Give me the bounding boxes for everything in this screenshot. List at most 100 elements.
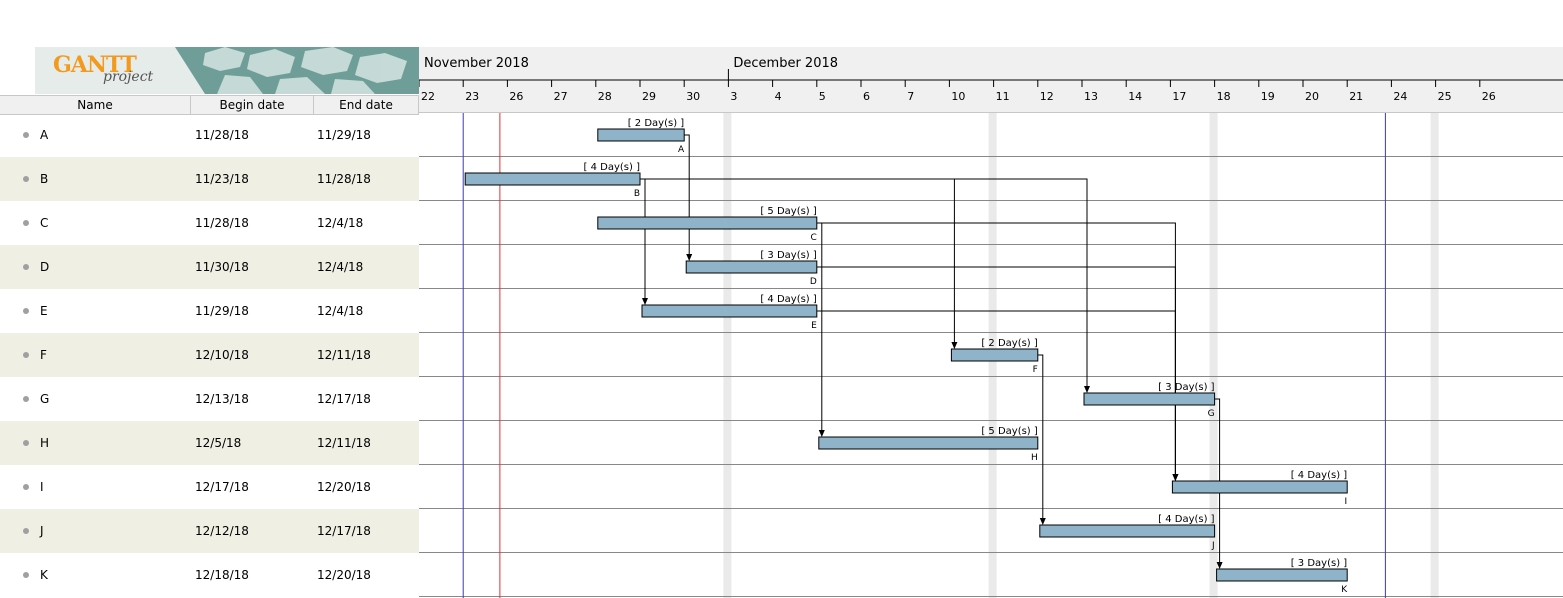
task-end-date[interactable]: 12/20/18 bbox=[317, 568, 371, 582]
dependency-line bbox=[1214, 398, 1221, 566]
task-row[interactable]: E 11/29/18 12/4/18 bbox=[0, 289, 419, 333]
task-begin-date[interactable]: 12/5/18 bbox=[195, 436, 242, 450]
task-row[interactable]: F 12/10/18 12/11/18 bbox=[0, 333, 419, 377]
task-begin-date[interactable]: 11/28/18 bbox=[195, 216, 249, 230]
day-label: 6 bbox=[863, 90, 870, 103]
dependency-arrow-icon bbox=[951, 342, 958, 349]
task-name[interactable]: C bbox=[40, 216, 49, 230]
task-table-header: Name Begin date End date bbox=[0, 95, 419, 115]
task-row[interactable]: D 11/30/18 12/4/18 bbox=[0, 245, 419, 289]
dependency-line bbox=[640, 178, 1088, 390]
task-bar-name: B bbox=[634, 189, 640, 199]
task-end-date[interactable]: 12/11/18 bbox=[317, 436, 371, 450]
task-end-date[interactable]: 12/20/18 bbox=[317, 480, 371, 494]
task-bar[interactable] bbox=[597, 216, 818, 230]
task-bar[interactable] bbox=[1216, 568, 1348, 582]
task-row[interactable]: C 11/28/18 12/4/18 bbox=[0, 201, 419, 245]
task-bar[interactable] bbox=[1171, 480, 1348, 494]
task-end-date[interactable]: 12/17/18 bbox=[317, 524, 371, 538]
task-end-date[interactable]: 12/17/18 bbox=[317, 392, 371, 406]
dependency-arrow-icon bbox=[642, 298, 648, 305]
task-duration-label: [ 2 Day(s) ] bbox=[981, 338, 1038, 349]
task-bar-name: I bbox=[1345, 497, 1348, 507]
task-end-date[interactable]: 12/4/18 bbox=[317, 260, 364, 274]
task-bullet-icon bbox=[23, 440, 29, 446]
task-bar[interactable] bbox=[1039, 524, 1216, 538]
month-label: November 2018 bbox=[424, 56, 529, 71]
day-label: 23 bbox=[465, 90, 479, 103]
task-bar[interactable] bbox=[1083, 392, 1216, 406]
task-bullet-icon bbox=[23, 308, 29, 314]
task-begin-date[interactable]: 12/13/18 bbox=[195, 392, 249, 406]
task-bar-name: K bbox=[1341, 585, 1348, 595]
task-row[interactable]: B 11/23/18 11/28/18 bbox=[0, 157, 419, 201]
task-bar[interactable] bbox=[818, 436, 1039, 450]
day-label: 5 bbox=[819, 90, 826, 103]
day-label: 30 bbox=[686, 90, 700, 103]
task-duration-label: [ 5 Day(s) ] bbox=[760, 206, 817, 217]
day-label: 21 bbox=[1349, 90, 1363, 103]
task-bar-name: J bbox=[1211, 541, 1215, 551]
task-bar[interactable] bbox=[597, 128, 685, 142]
task-end-date[interactable]: 12/4/18 bbox=[317, 216, 364, 230]
task-begin-date[interactable]: 11/28/18 bbox=[195, 128, 249, 142]
task-row[interactable]: I 12/17/18 12/20/18 bbox=[0, 465, 419, 509]
task-end-date[interactable]: 11/29/18 bbox=[317, 128, 371, 142]
task-bar[interactable] bbox=[641, 304, 818, 318]
task-name[interactable]: F bbox=[40, 348, 47, 362]
task-bullet-icon bbox=[23, 396, 29, 402]
task-begin-date[interactable]: 11/30/18 bbox=[195, 260, 249, 274]
task-bar-name: E bbox=[811, 321, 817, 331]
task-row[interactable]: G 12/13/18 12/17/18 bbox=[0, 377, 419, 421]
task-begin-date[interactable]: 12/10/18 bbox=[195, 348, 249, 362]
task-begin-date[interactable]: 11/29/18 bbox=[195, 304, 249, 318]
task-bar[interactable] bbox=[950, 348, 1039, 362]
column-header-end-date[interactable]: End date bbox=[314, 96, 419, 114]
task-row[interactable]: A 11/28/18 11/29/18 bbox=[0, 113, 419, 157]
task-name[interactable]: K bbox=[40, 568, 48, 582]
task-begin-date[interactable]: 12/18/18 bbox=[195, 568, 249, 582]
gantt-chart-area[interactable]: [ 2 Day(s) ]A[ 4 Day(s) ]B[ 5 Day(s) ]C[… bbox=[419, 113, 1563, 598]
task-bullet-icon bbox=[23, 176, 29, 182]
weekend-band bbox=[1209, 113, 1218, 598]
task-name[interactable]: D bbox=[40, 260, 50, 274]
dependency-arrow-icon bbox=[1216, 562, 1223, 569]
task-name[interactable]: E bbox=[40, 304, 48, 318]
task-row[interactable]: H 12/5/18 12/11/18 bbox=[0, 421, 419, 465]
task-end-date[interactable]: 11/28/18 bbox=[317, 172, 371, 186]
task-name[interactable]: I bbox=[40, 480, 44, 494]
task-begin-date[interactable]: 12/12/18 bbox=[195, 524, 249, 538]
task-bar[interactable] bbox=[464, 172, 641, 186]
task-row[interactable]: K 12/18/18 12/20/18 bbox=[0, 553, 419, 597]
task-end-date[interactable]: 12/11/18 bbox=[317, 348, 371, 362]
logo-background bbox=[35, 47, 419, 94]
day-label: 20 bbox=[1305, 90, 1319, 103]
task-bar-name: G bbox=[1208, 409, 1215, 419]
task-begin-date[interactable]: 12/17/18 bbox=[195, 480, 249, 494]
task-bar-name: F bbox=[1033, 365, 1038, 375]
task-name[interactable]: G bbox=[40, 392, 50, 406]
task-name[interactable]: H bbox=[40, 436, 50, 450]
task-end-date[interactable]: 12/4/18 bbox=[317, 304, 364, 318]
task-bar[interactable] bbox=[685, 260, 818, 274]
task-duration-label: [ 3 Day(s) ] bbox=[1158, 382, 1215, 393]
day-label: 29 bbox=[642, 90, 656, 103]
task-begin-date[interactable]: 11/23/18 bbox=[195, 172, 249, 186]
task-bullet-icon bbox=[23, 220, 29, 226]
dependency-line bbox=[640, 178, 646, 302]
task-name[interactable]: J bbox=[40, 524, 44, 538]
task-bullet-icon bbox=[23, 484, 29, 490]
task-row[interactable]: J 12/12/18 12/17/18 bbox=[0, 509, 419, 553]
day-label: 25 bbox=[1438, 90, 1452, 103]
task-name[interactable]: A bbox=[40, 128, 49, 142]
column-header-begin-date[interactable]: Begin date bbox=[191, 96, 314, 114]
column-header-name[interactable]: Name bbox=[0, 96, 191, 114]
task-name[interactable]: B bbox=[40, 172, 49, 186]
dependency-arrow-icon bbox=[1172, 474, 1179, 481]
task-duration-label: [ 3 Day(s) ] bbox=[760, 250, 817, 261]
task-bar-name: H bbox=[1031, 453, 1038, 463]
day-label: 12 bbox=[1040, 90, 1054, 103]
day-label: 19 bbox=[1261, 90, 1275, 103]
month-label: December 2018 bbox=[733, 56, 838, 71]
